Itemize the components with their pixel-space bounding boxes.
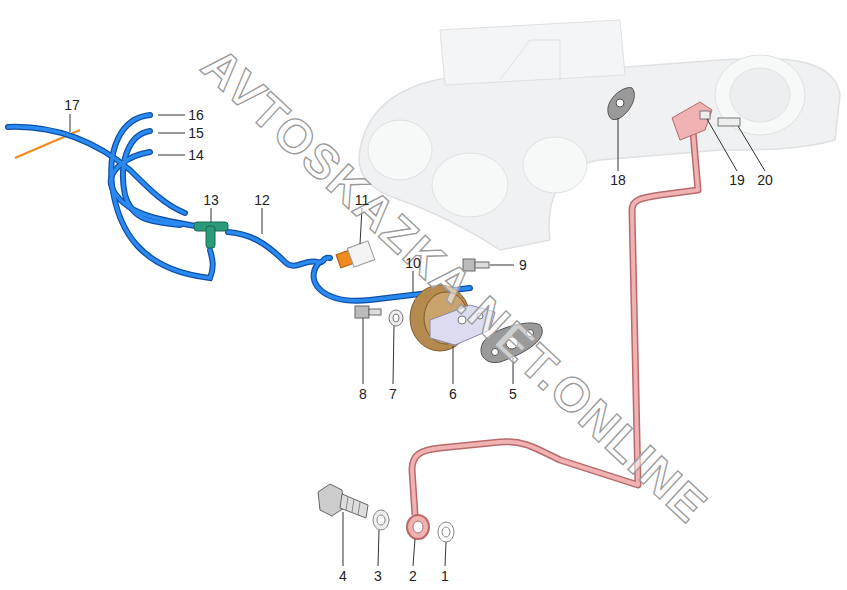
callout-number: 2 (409, 568, 417, 584)
callout-number: 13 (203, 192, 219, 208)
pipe-flange (672, 102, 712, 140)
callout-number: 5 (509, 386, 517, 402)
callout-number: 10 (405, 255, 421, 271)
callout-number: 7 (389, 386, 397, 402)
callout-number: 1 (441, 568, 449, 584)
callout-number: 9 (519, 257, 527, 273)
intake-manifold (359, 20, 840, 250)
banjo-fitting (318, 484, 454, 542)
stud (700, 111, 710, 119)
callout-number: 6 (449, 386, 457, 402)
callout-number: 11 (355, 192, 370, 208)
stud (718, 118, 740, 126)
callout-number: 20 (757, 172, 773, 188)
sensor (336, 241, 375, 268)
callout-number: 17 (64, 97, 80, 113)
callout-number: 18 (610, 172, 626, 188)
callout-number: 8 (359, 386, 367, 402)
tee-fitting (194, 222, 228, 248)
callout-number: 4 (339, 568, 347, 584)
callout-number: 19 (729, 172, 745, 188)
callout-number: 16 (188, 107, 204, 123)
callout-number: 12 (254, 192, 270, 208)
callout-number: 15 (188, 125, 204, 141)
callout-number: 14 (188, 147, 204, 163)
flange-gasket (608, 88, 635, 120)
callout-number: 3 (374, 568, 382, 584)
